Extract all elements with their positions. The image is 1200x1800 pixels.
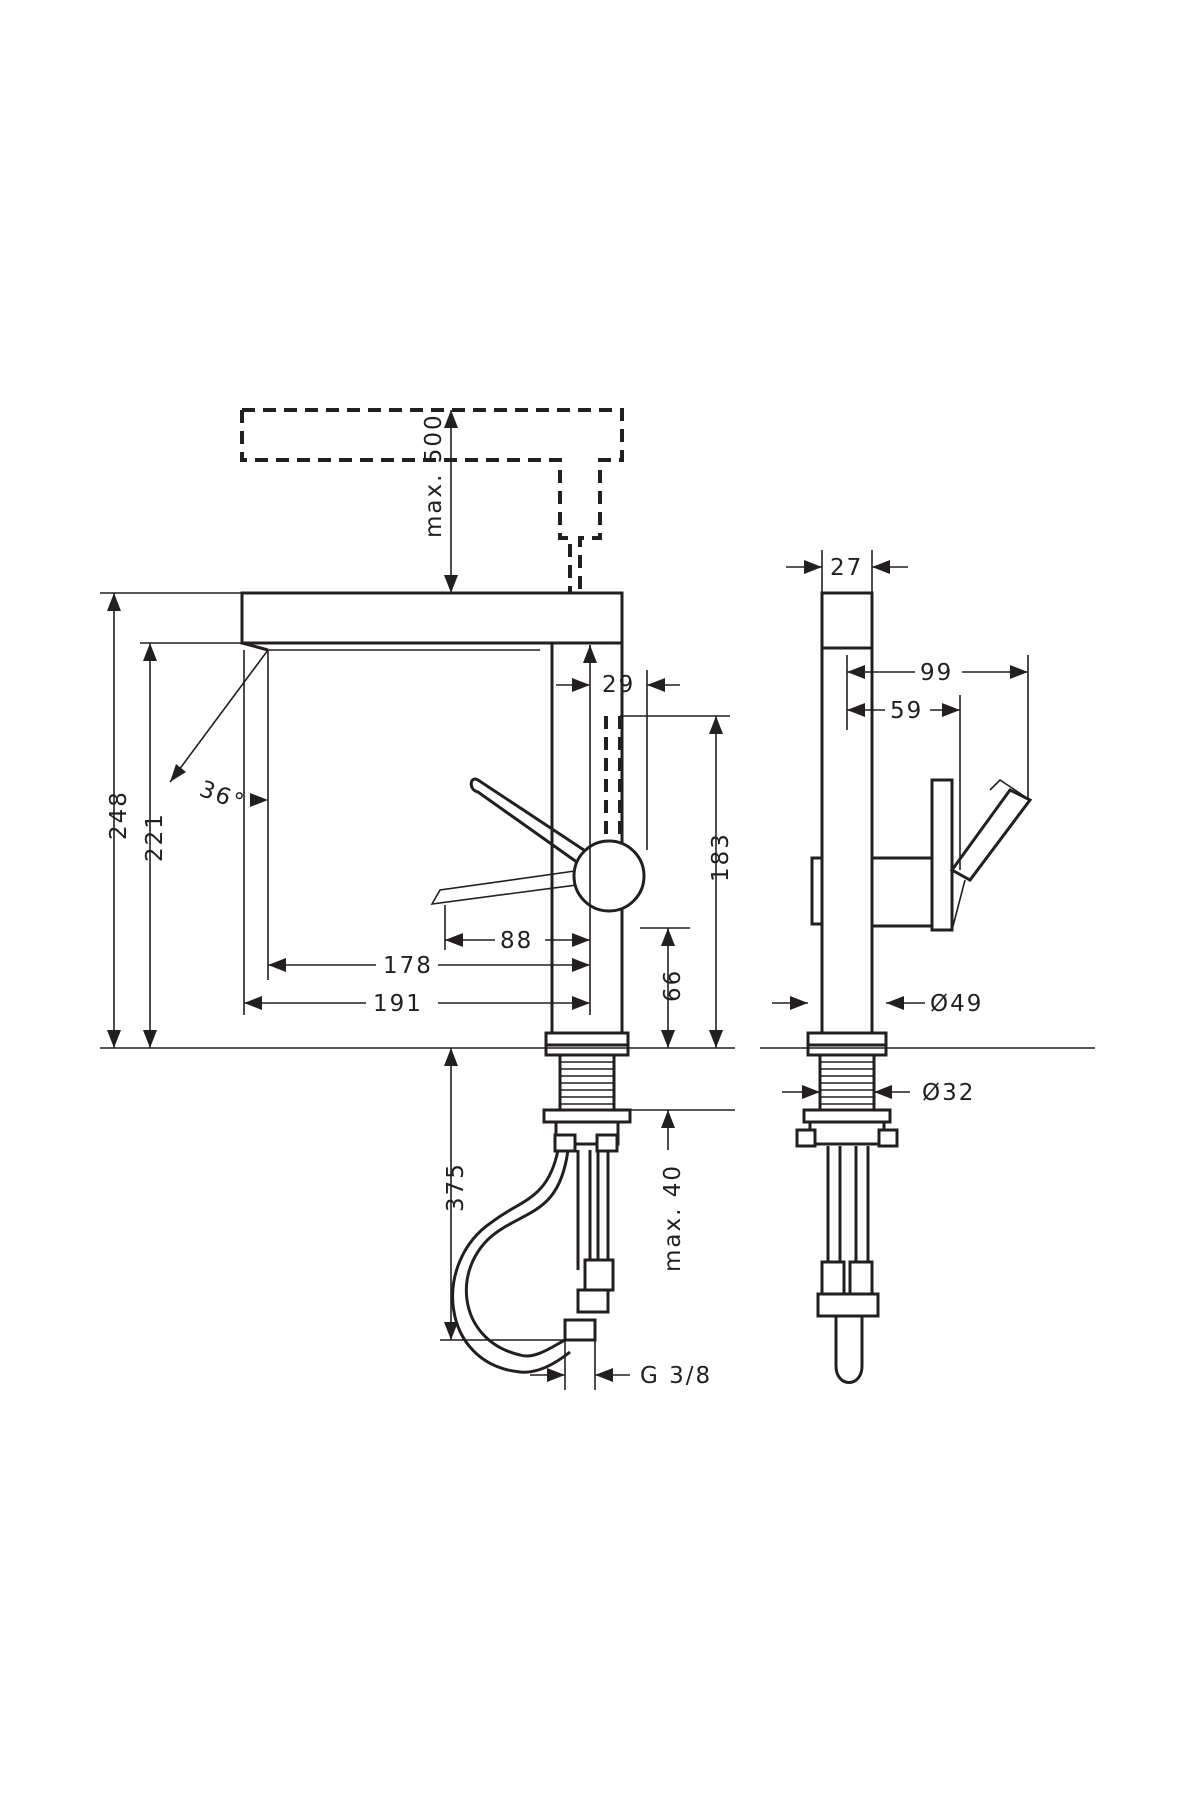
arrow-375-top [444,1048,458,1066]
base-flange [544,1031,630,1047]
arrow-g38-left [547,1368,565,1382]
pull-out-hose-loop-inner [451,1149,571,1374]
pull-out-hose-loop [464,1149,570,1358]
fitting-right [595,1133,619,1153]
lever-hub [572,839,646,913]
side-body [820,648,874,1033]
side-hose-end [834,1316,864,1384]
hose-connector [583,1258,615,1292]
label-59: 59 [890,698,923,724]
arrow-32-right [874,1085,892,1099]
front-view [100,408,735,1374]
side-fitting-left [795,1128,817,1148]
label-27: 27 [830,555,863,581]
arrow-221-top [143,643,157,661]
angle-line [169,649,269,783]
arrow-88-left [445,933,463,947]
arrow-375-bottom [444,1322,458,1340]
arrow-center-up-head [583,645,597,663]
arrow-59-left [847,703,865,717]
label-221: 221 [142,812,168,862]
arrow-183-top [709,716,723,734]
label-88: 88 [500,928,533,954]
label-191: 191 [373,991,423,1017]
hose-end [563,1318,597,1342]
arrow-66-top [661,928,675,946]
label-max40: max. 40 [660,1164,686,1272]
side-spout [820,591,874,650]
side-hose-connector-b [848,1260,874,1296]
lever-handle [469,777,599,873]
arrow-max500-bottom [444,575,458,593]
arrow-29-left [572,678,590,692]
side-lever-housing [872,856,934,928]
hose-nut [576,1288,610,1314]
label-178: 178 [383,953,433,979]
arrow-max500-top [444,410,458,428]
arrow-32-left [802,1085,820,1099]
side-sensor [810,856,824,926]
label-g38: G 3/8 [640,1363,712,1389]
lever-alt-position [430,869,585,906]
side-mounting-plate [802,1108,892,1124]
arrow-191-right [572,996,590,1010]
thread-lines [560,1061,614,1105]
arrow-248-top [107,593,121,611]
label-29: 29 [602,672,635,698]
arrow-angle-right [250,793,268,807]
dimensions-front: max. 500 248 221 36° 29 [100,410,735,1390]
label-max500: max. 500 [421,413,447,538]
arrow-27-left [804,560,822,574]
side-view [760,591,1095,1384]
arrow-99-left [847,665,865,679]
arrow-max40-top [661,1110,675,1128]
side-supply-hoses [826,1146,870,1270]
arrow-g38-right [595,1368,613,1382]
arrow-angle [170,764,186,782]
side-hose-nut [816,1292,880,1318]
side-lever-alt [949,788,1033,882]
label-dia49: Ø49 [930,991,983,1017]
side-hose-connector-a [820,1260,846,1296]
arrow-248-bottom [107,1030,121,1048]
supply-hose-b [596,1150,610,1265]
side-mounting-nut [808,1120,886,1146]
arrow-88-right [572,933,590,947]
dimensions-side: 27 99 59 Ø49 Ø32 [772,550,1029,1106]
arrow-221-bottom [143,1030,157,1048]
arrow-29-right [647,678,665,692]
side-fitting-right [877,1128,899,1148]
arrow-59-right [942,703,960,717]
arrow-178-left [268,958,286,972]
hose-dashed [604,716,622,846]
label-66: 66 [660,969,686,1002]
side-base-flange [806,1031,888,1047]
side-lever [930,778,954,932]
side-thread-lines [820,1061,874,1105]
aerator-left [241,641,269,652]
arrow-99-right [1010,665,1028,679]
arrow-66-bottom [661,1030,675,1048]
arrow-191-left [244,996,262,1010]
spout [240,591,624,645]
fitting-left [553,1133,577,1153]
label-248: 248 [106,790,132,840]
arrow-49-right [886,996,904,1010]
arrow-183-bottom [709,1030,723,1048]
faucet-body [550,643,624,1033]
label-99: 99 [920,660,953,686]
label-375: 375 [443,1162,469,1212]
side-lever-alt-outline [951,778,1031,931]
arrow-27-right [872,560,890,574]
mounting-plate [542,1108,632,1124]
label-dia32: Ø32 [922,1080,975,1106]
raised-spout-outline [240,408,624,592]
supply-hose-a [576,1150,592,1270]
label-183: 183 [708,832,734,882]
arrow-178-right [572,958,590,972]
label-angle: 36° [196,776,249,816]
arrow-49-left [790,996,808,1010]
